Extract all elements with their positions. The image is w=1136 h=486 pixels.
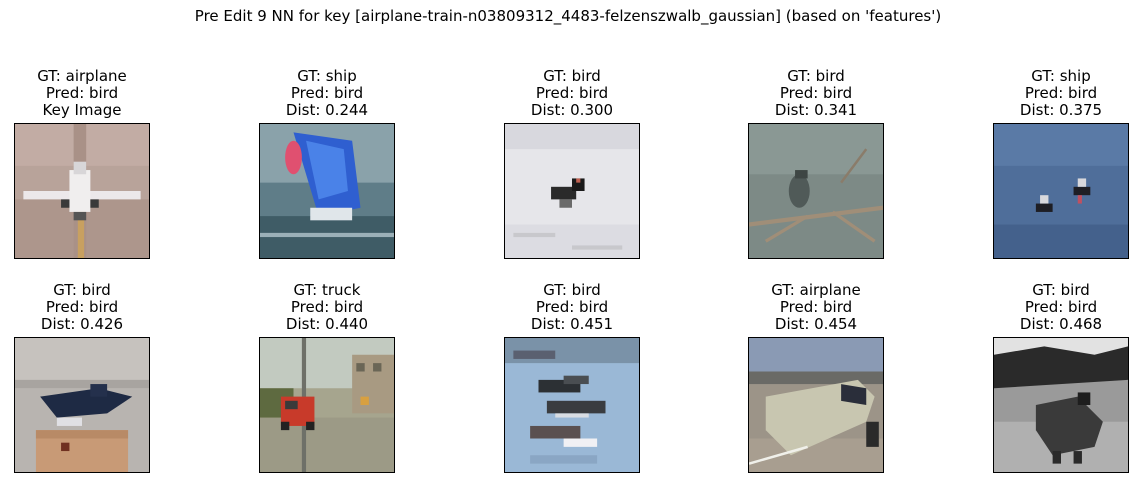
distance-label: Dist: 0.440 xyxy=(285,315,369,333)
thumbnail-bird-snow xyxy=(504,123,640,259)
thumbnail-birds-river xyxy=(504,337,640,473)
gt-label: GT: airplane xyxy=(771,281,861,299)
panel-key-image: GT: airplane Pred: bird Key Image xyxy=(14,68,150,259)
distance-label: Dist: 0.468 xyxy=(1019,315,1103,333)
thumbnail-truck-street xyxy=(259,337,395,473)
panel-caption: GT: bird Pred: bird Dist: 0.468 xyxy=(953,282,1136,337)
panel-neighbor-7: GT: bird Pred: bird Dist: 0.451 xyxy=(504,282,640,473)
panel-neighbor-5: GT: bird Pred: bird Dist: 0.426 xyxy=(14,282,150,473)
distance-label: Dist: 0.426 xyxy=(40,315,124,333)
gt-label: GT: bird xyxy=(543,67,601,85)
thumbnail-airplane-nose xyxy=(748,337,884,473)
thumbnail-bird-grayscale xyxy=(993,337,1129,473)
pred-label: Pred: bird xyxy=(1024,298,1098,316)
panel-caption: GT: airplane Pred: bird Key Image xyxy=(0,68,190,123)
distance-label: Dist: 0.375 xyxy=(1019,101,1103,119)
gt-label: GT: truck xyxy=(293,281,361,299)
pred-label: Pred: bird xyxy=(535,84,609,102)
gt-label: GT: ship xyxy=(297,67,357,85)
pred-label: Pred: bird xyxy=(45,84,119,102)
pred-label: Pred: bird xyxy=(779,84,853,102)
distance-label: Dist: 0.451 xyxy=(530,315,614,333)
gt-label: GT: bird xyxy=(53,281,111,299)
panel-neighbor-9: GT: bird Pred: bird Dist: 0.468 xyxy=(993,282,1129,473)
panel-neighbor-3: GT: bird Pred: bird Dist: 0.341 xyxy=(748,68,884,259)
thumbnail-bird-branch xyxy=(748,123,884,259)
pred-label: Pred: bird xyxy=(1024,84,1098,102)
panel-caption: GT: bird Pred: bird Dist: 0.426 xyxy=(0,282,190,337)
distance-label: Dist: 0.300 xyxy=(530,101,614,119)
panel-neighbor-4: GT: ship Pred: bird Dist: 0.375 xyxy=(993,68,1129,259)
gt-label: GT: airplane xyxy=(37,67,127,85)
key-image-label: Key Image xyxy=(42,101,122,119)
panel-caption: GT: bird Pred: bird Dist: 0.341 xyxy=(708,68,924,123)
panel-neighbor-2: GT: bird Pred: bird Dist: 0.300 xyxy=(504,68,640,259)
thumbnail-sailboat xyxy=(259,123,395,259)
distance-label: Dist: 0.341 xyxy=(774,101,858,119)
panel-caption: GT: ship Pred: bird Dist: 0.375 xyxy=(953,68,1136,123)
gt-label: GT: ship xyxy=(1031,67,1091,85)
panel-caption: GT: airplane Pred: bird Dist: 0.454 xyxy=(708,282,924,337)
panel-neighbor-1: GT: ship Pred: bird Dist: 0.244 xyxy=(259,68,395,259)
pred-label: Pred: bird xyxy=(779,298,853,316)
gt-label: GT: bird xyxy=(1032,281,1090,299)
thumbnail-bird-post xyxy=(14,337,150,473)
gt-label: GT: bird xyxy=(543,281,601,299)
pred-label: Pred: bird xyxy=(45,298,119,316)
panel-neighbor-6: GT: truck Pred: bird Dist: 0.440 xyxy=(259,282,395,473)
panel-caption: GT: bird Pred: bird Dist: 0.451 xyxy=(464,282,680,337)
pred-label: Pred: bird xyxy=(290,298,364,316)
panel-neighbor-8: GT: airplane Pred: bird Dist: 0.454 xyxy=(748,282,884,473)
thumbnail-airplane-runway xyxy=(14,123,150,259)
distance-label: Dist: 0.454 xyxy=(774,315,858,333)
pred-label: Pred: bird xyxy=(290,84,364,102)
gt-label: GT: bird xyxy=(787,67,845,85)
thumbnail-ducks-water xyxy=(993,123,1129,259)
figure-title: Pre Edit 9 NN for key [airplane-train-n0… xyxy=(194,7,942,25)
panel-caption: GT: ship Pred: bird Dist: 0.244 xyxy=(219,68,435,123)
pred-label: Pred: bird xyxy=(535,298,609,316)
panel-caption: GT: truck Pred: bird Dist: 0.440 xyxy=(219,282,435,337)
panel-caption: GT: bird Pred: bird Dist: 0.300 xyxy=(464,68,680,123)
distance-label: Dist: 0.244 xyxy=(285,101,369,119)
